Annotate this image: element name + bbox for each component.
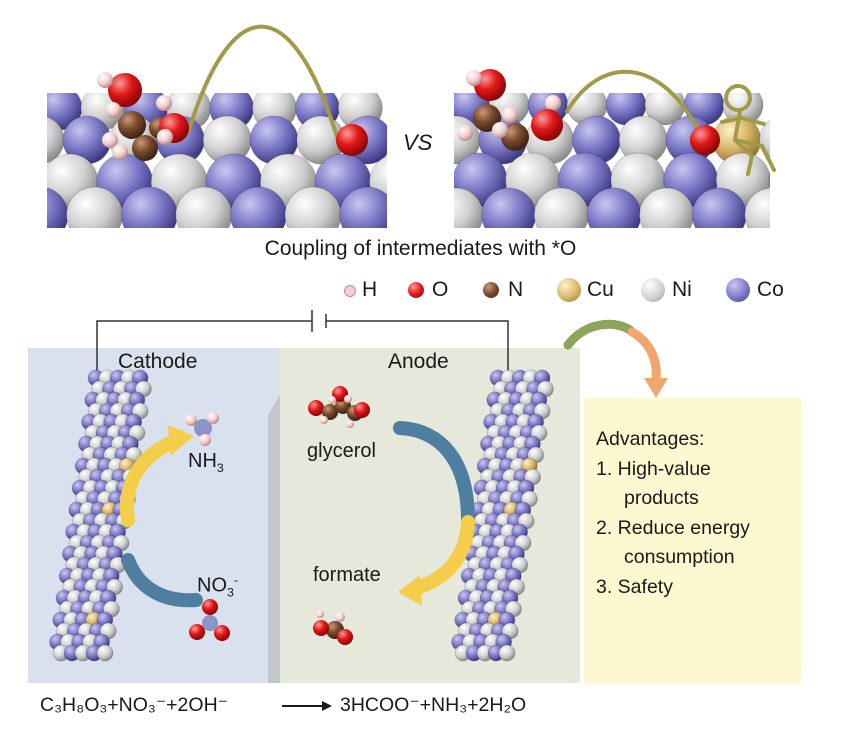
slab-surface-ni-co (47, 93, 450, 243)
co-atom (47, 187, 69, 228)
nh3-sub: 3 (216, 461, 224, 475)
ni-atom (533, 187, 589, 228)
glycerol-label: glycerol (307, 440, 376, 462)
advantage-item: 1. High-value (596, 457, 711, 480)
no3-sub: 3 (227, 585, 234, 600)
legend-h-dot (344, 285, 356, 297)
anode-label: Anode (388, 350, 449, 373)
legend-cu-dot (557, 278, 581, 302)
anode-yellow-arrowhead (398, 575, 422, 606)
anode-yellow-arrow (405, 515, 475, 597)
legend-n-dot (483, 282, 499, 298)
co-atom (586, 187, 642, 228)
adsorbed-o-atom-left (336, 124, 368, 156)
legend-n-label: N (508, 278, 524, 301)
legend-ni-label: Ni (672, 278, 692, 301)
legend-o-dot (408, 282, 424, 298)
anode-electrode (451, 369, 554, 662)
co-atom (691, 187, 747, 228)
membrane (268, 395, 280, 683)
advantage-item: 3. Safety (596, 575, 673, 598)
equation-arrowhead (322, 701, 332, 711)
cathode-yellow-arrowhead (168, 425, 194, 456)
advantages-box (584, 398, 801, 683)
cathode-blue-arrow (121, 553, 203, 608)
cathode-label: Cathode (118, 350, 198, 373)
reaction-equation-right: 3HCOO⁻+NH₃+2H₂O (340, 694, 527, 716)
glycerol-intermediate-left (97, 72, 189, 161)
ni-atom (454, 187, 484, 228)
low-barrier-curve (564, 69, 702, 134)
no3-sup: - (233, 573, 239, 587)
ni-atom (284, 186, 342, 228)
co-atom (339, 186, 387, 228)
co-atom (768, 170, 770, 190)
legend-h-label: H (362, 278, 378, 301)
caption: Coupling of intermediates with *O (264, 237, 577, 260)
ni-atom (96, 644, 114, 662)
legend-cu-label: Cu (587, 278, 614, 301)
adsorbed-o-atom-right (690, 125, 720, 155)
ni-atom (744, 187, 770, 228)
curved-arrow-green (563, 319, 635, 350)
glycerol-molecule (308, 386, 370, 428)
advantage-item: 2. Reduce energy (596, 516, 750, 539)
advantages-title: Advantages: (596, 428, 705, 450)
legend-co-dot (726, 278, 750, 302)
external-circuit (96, 310, 509, 380)
ni-atom (498, 644, 516, 662)
no3-base: NO (197, 574, 227, 597)
advantage-item: products (624, 487, 699, 509)
anode-blue-arrow (393, 421, 475, 527)
high-barrier-curve (186, 24, 340, 141)
nh3-molecule (185, 412, 219, 446)
curved-arrow-head (644, 378, 668, 398)
legend-ni-dot (641, 278, 665, 302)
nh3-base: NH (188, 450, 217, 472)
formate-molecule (313, 610, 353, 645)
nh3-label: NH3 (188, 450, 224, 475)
co-atom (481, 187, 537, 228)
ni-atom (175, 186, 233, 228)
co-atom (229, 186, 287, 228)
curved-arrow-orange (627, 327, 661, 385)
legend-co-label: Co (757, 278, 784, 301)
vs-label: VS (403, 130, 433, 155)
advantages-list: Advantages: 1. High-value products 2. Re… (596, 425, 750, 602)
co-atom (798, 188, 841, 242)
running-person-icon (720, 84, 776, 176)
ni-atom (66, 186, 124, 228)
no3-label: NO3- (197, 573, 238, 600)
cathode-yellow-arrow (120, 433, 185, 527)
co-atom (120, 186, 178, 228)
ni-atom (639, 187, 695, 228)
reaction-equation-left: C₃H₈O₃+NO₃⁻+2OH⁻ (40, 694, 228, 716)
formate-label: formate (313, 564, 381, 586)
legend-o-label: O (432, 278, 449, 301)
advantage-item: consumption (624, 546, 735, 568)
ni-atom (394, 187, 450, 243)
no3-molecule (189, 599, 230, 641)
glycerol-intermediate-right (457, 69, 563, 151)
